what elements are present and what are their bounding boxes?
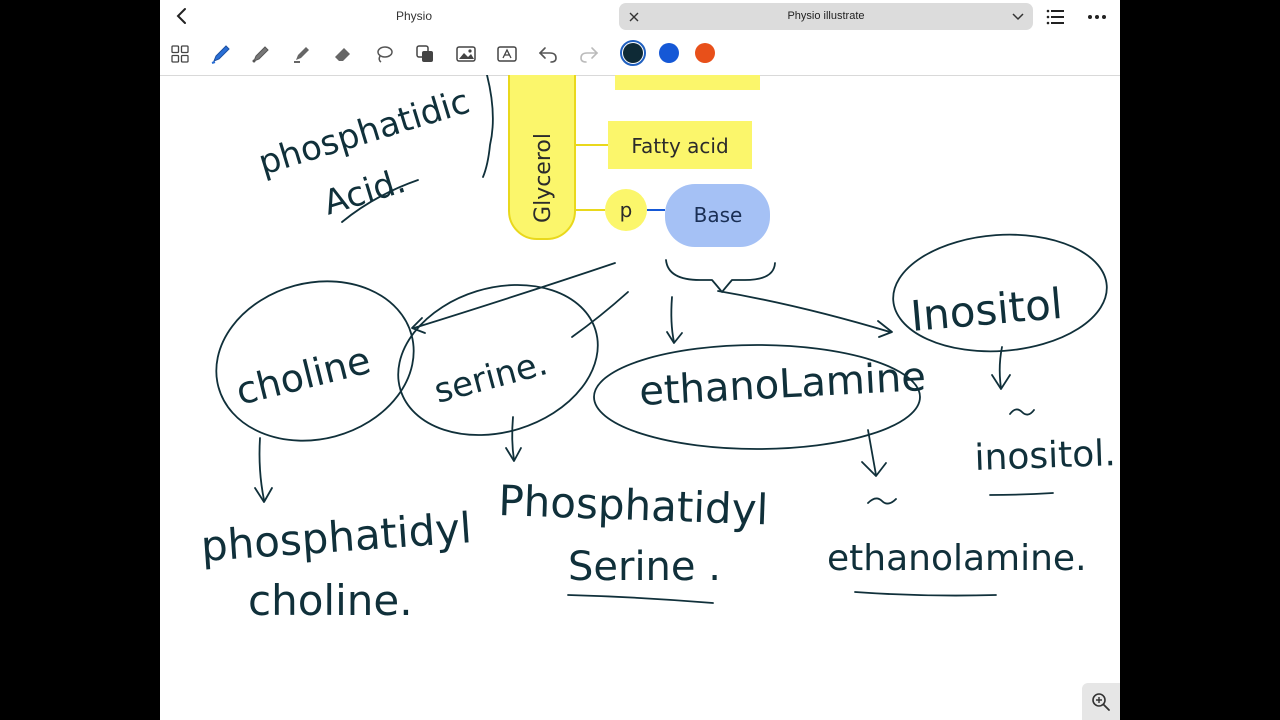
ellipsis-icon bbox=[1088, 15, 1106, 19]
top-bar: Physio Physio illustrate bbox=[160, 0, 1120, 33]
note-inositol: Inositol bbox=[909, 279, 1065, 341]
note-phosphatidyl-serine-1: Phosphatidyl bbox=[498, 476, 769, 534]
note-phosphatidyl-choline-1: phosphatidyl bbox=[199, 503, 473, 571]
thumbnails-button[interactable] bbox=[168, 42, 192, 66]
redo-icon bbox=[580, 47, 599, 63]
outline-button[interactable] bbox=[1045, 6, 1067, 28]
base-box bbox=[665, 184, 770, 247]
thumbnails-icon bbox=[171, 45, 189, 63]
note-ethanolamine-out: ethanolamine. bbox=[827, 538, 1087, 579]
fatty-acid-box bbox=[608, 121, 752, 169]
eraser-tool[interactable] bbox=[331, 42, 355, 66]
glycerol-label: Glycerol bbox=[531, 133, 556, 223]
lasso-icon bbox=[377, 46, 393, 63]
highlighter-icon bbox=[294, 47, 309, 63]
pencil-icon bbox=[252, 46, 269, 63]
color-swatch-blue[interactable] bbox=[659, 43, 679, 63]
drawing-toolbar bbox=[160, 33, 1120, 76]
note-canvas[interactable]: Glycerol Fatty acid p Base phosphatidic … bbox=[160, 75, 1120, 720]
note-ethanolamine: ethanoLamine bbox=[638, 354, 927, 415]
text-tool[interactable] bbox=[495, 42, 519, 66]
chevron-left-icon bbox=[176, 8, 186, 24]
note-phosphatidyl-choline-2: choline. bbox=[248, 576, 413, 625]
pen-icon bbox=[211, 45, 230, 64]
note-acid: Acid. bbox=[319, 161, 410, 224]
note-phosphatidyl-serine-2: Serine . bbox=[568, 544, 721, 590]
text-icon bbox=[497, 46, 517, 62]
redo-button[interactable] bbox=[577, 42, 601, 66]
image-tool[interactable] bbox=[454, 42, 478, 66]
document-tab[interactable]: Physio illustrate bbox=[619, 3, 1033, 30]
note-inositol-out: inositol. bbox=[974, 433, 1117, 479]
tab-close-button[interactable] bbox=[625, 8, 643, 26]
note-phosphatidic: phosphatidic bbox=[254, 82, 474, 184]
glycerol-bar bbox=[508, 75, 576, 240]
base-label: Base bbox=[694, 203, 743, 227]
phosphate-label: p bbox=[620, 198, 633, 222]
note-drawing: Glycerol Fatty acid p Base phosphatidic … bbox=[199, 75, 1117, 625]
phosphate-circle bbox=[605, 189, 647, 231]
pencil-tool[interactable] bbox=[249, 42, 273, 66]
color-swatch-orange[interactable] bbox=[695, 43, 715, 63]
zoom-in-icon bbox=[1092, 692, 1110, 711]
document-title: Physio bbox=[396, 9, 433, 23]
fatty-acid-label: Fatty acid bbox=[631, 134, 728, 158]
eraser-icon bbox=[335, 48, 350, 61]
zoom-button[interactable] bbox=[1082, 683, 1120, 720]
top-fatty-acid-box bbox=[615, 75, 760, 90]
undo-button[interactable] bbox=[536, 42, 560, 66]
more-button[interactable] bbox=[1086, 6, 1108, 28]
tab-title: Physio illustrate bbox=[787, 10, 865, 22]
app-window: Physio Physio illustrate bbox=[160, 0, 1120, 720]
close-icon bbox=[629, 12, 639, 22]
image-icon bbox=[456, 46, 476, 62]
note-choline: choline bbox=[232, 338, 375, 414]
list-icon bbox=[1046, 9, 1064, 25]
shapes-icon bbox=[416, 45, 433, 62]
note-serine: serine. bbox=[430, 343, 552, 411]
lasso-tool[interactable] bbox=[372, 42, 396, 66]
shapes-tool[interactable] bbox=[413, 42, 437, 66]
back-button[interactable] bbox=[170, 4, 194, 28]
color-swatch-dark[interactable] bbox=[620, 40, 646, 66]
chevron-down-icon bbox=[1012, 13, 1024, 21]
tab-menu-button[interactable] bbox=[1009, 8, 1027, 26]
undo-icon bbox=[538, 47, 557, 63]
pen-tool[interactable] bbox=[209, 42, 233, 66]
highlighter-tool[interactable] bbox=[290, 42, 314, 66]
